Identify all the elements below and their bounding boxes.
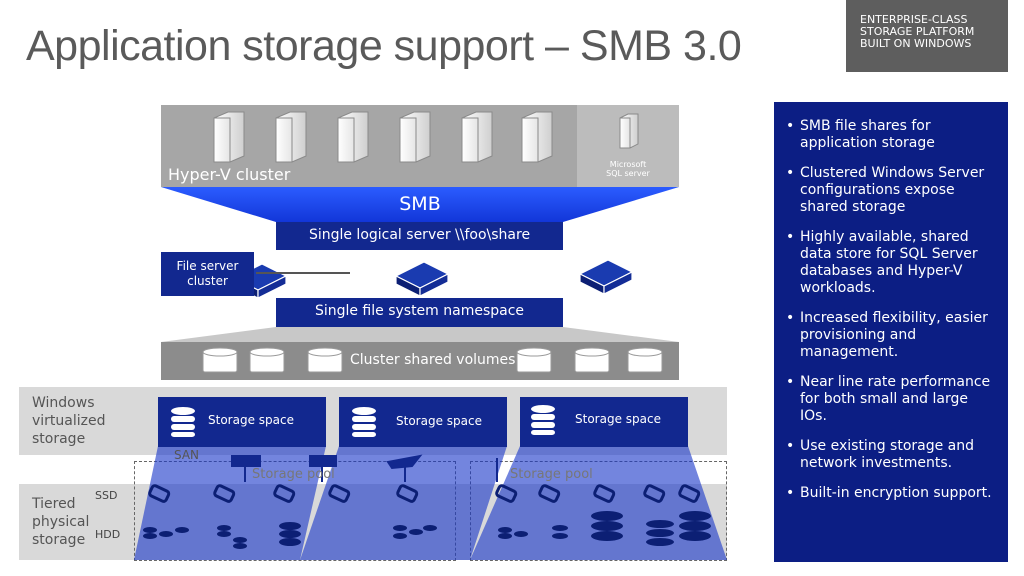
badge-line: STORAGE PLATFORM [860,25,975,38]
storage-space-icon [531,405,555,435]
benefit-item: Highly available, shared data store for … [786,229,998,297]
single-logical-server-bar: Single logical server \\foo\share [276,222,563,250]
benefits-list: SMB file shares for application storage … [786,118,998,502]
server-icon [521,111,553,163]
server-icon [399,111,431,163]
file-server-icon [578,259,634,295]
file-server-cluster-box: File server cluster [161,252,254,296]
label-line: Tiered [32,496,76,512]
cluster-shared-volumes-label: Cluster shared volumes [350,352,516,368]
benefit-item: SMB file shares for application storage [786,118,998,152]
tiered-physical-storage-label: Tiered physical storage [32,495,89,549]
benefit-item: Built-in encryption support. [786,485,998,502]
badge-line: BUILT ON WINDOWS [860,37,972,50]
ssd-icons [148,484,701,503]
space-funnel [300,446,507,560]
file-server-icon [394,261,450,297]
storage-space-2: Storage space [339,397,507,447]
storage-space-label: Storage space [208,413,294,427]
storage-pool-label: Storage pool [252,467,335,482]
sql-server-label: Microsoft SQL server [578,160,678,178]
storage-space-label: Storage space [396,414,482,428]
single-file-system-namespace-bar: Single file system namespace [276,298,563,327]
platform-badge: ENTERPRISE-CLASS STORAGE PLATFORM BUILT … [846,0,1008,72]
volume-disk-icon [202,347,238,373]
san-fragment-label: SAN [174,448,200,462]
sql-label-line: Microsoft [609,160,647,169]
server-icon [213,111,245,163]
volume-disk-icon [307,347,343,373]
label-line: Windows [32,395,95,411]
label-line: physical [32,514,90,530]
server-icon [461,111,493,163]
hdd-icons [143,511,711,549]
page-title: Application storage support – SMB 3.0 [26,22,742,70]
volume-disk-icon [627,347,663,373]
csv-funnel [161,327,679,342]
benefits-panel: SMB file shares for application storage … [774,102,1008,562]
storage-space-label: Storage space [575,412,661,426]
storage-space-3: Storage space [520,397,688,447]
smb-label: SMB [399,193,441,215]
file-server-cluster-line: File server [176,259,239,273]
label-line: storage [32,532,86,548]
label-line: virtualized [32,413,106,429]
cluster-connector-line [256,272,350,274]
smb-funnel [161,187,679,222]
sql-label-line: SQL server [606,169,650,178]
benefit-item: Increased flexibility, easier provisioni… [786,310,998,361]
storage-space-icon [171,407,195,437]
storage-space-icon [352,407,376,437]
volume-disk-icon [249,347,285,373]
label-line: storage [32,431,86,447]
storage-pool-label: Storage pool [510,467,593,482]
storage-space-1: Storage space [158,397,326,447]
benefit-item: Clustered Windows Server configurations … [786,165,998,216]
volume-disk-icon [574,347,610,373]
hyperv-cluster-label: Hyper-V cluster [168,165,291,184]
file-server-cluster-line: cluster [187,274,228,288]
server-icon [275,111,307,163]
sql-server-icon [619,113,639,149]
windows-virtualized-storage-label: Windows virtualized storage [32,394,106,448]
benefit-item: Use existing storage and network investm… [786,438,998,472]
space-funnel [470,446,727,560]
volume-disk-icon [516,347,552,373]
hdd-label: HDD [95,528,121,541]
server-icon [337,111,369,163]
ssd-label: SSD [95,489,118,502]
badge-line: ENTERPRISE-CLASS [860,13,968,26]
benefit-item: Near line rate performance for both smal… [786,374,998,425]
